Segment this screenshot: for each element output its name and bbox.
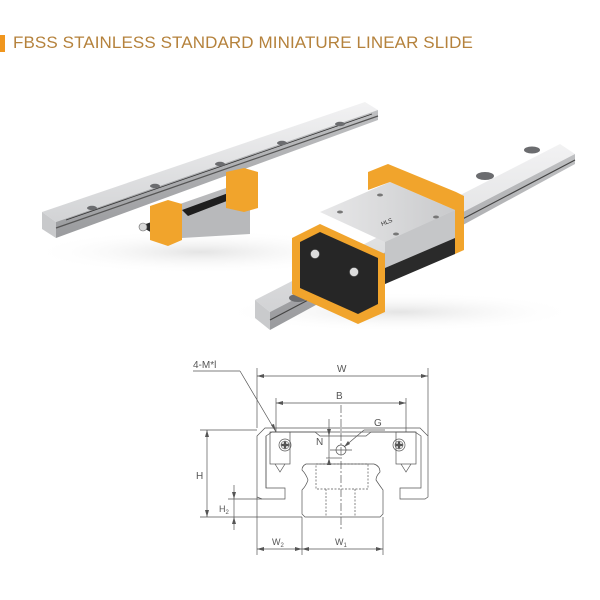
- dim-W2-label: W2: [272, 537, 285, 549]
- page-title: FBSS STAINLESS STANDARD MINIATURE LINEAR…: [13, 33, 473, 52]
- svg-text:HLS: HLS: [381, 218, 394, 228]
- dim-N-label: N: [316, 437, 323, 448]
- dim-H-label: H: [196, 471, 203, 482]
- section-header: FBSS STAINLESS STANDARD MINIATURE LINEAR…: [0, 33, 473, 53]
- dim-G-label: G: [374, 418, 382, 429]
- right-rail-assembly: HLS: [220, 144, 580, 332]
- dimension-diagram: 4-M*l W B G N H H2 W2 W1: [193, 360, 429, 555]
- dim-W-label: W: [337, 364, 347, 375]
- cross-section-drawing: 4-M*l W B G N H H2 W2 W1: [180, 355, 440, 565]
- left-rail-assembly: [30, 102, 379, 274]
- linear-slide-illustration: HLS: [30, 102, 580, 332]
- title-accent-bar: [0, 34, 5, 52]
- mount-holes-label: 4-M*l: [193, 360, 216, 371]
- product-photo: HLS: [0, 62, 600, 352]
- dim-B-label: B: [336, 391, 343, 402]
- dim-H2-label: H2: [219, 504, 230, 516]
- dim-W1-label: W1: [335, 537, 348, 549]
